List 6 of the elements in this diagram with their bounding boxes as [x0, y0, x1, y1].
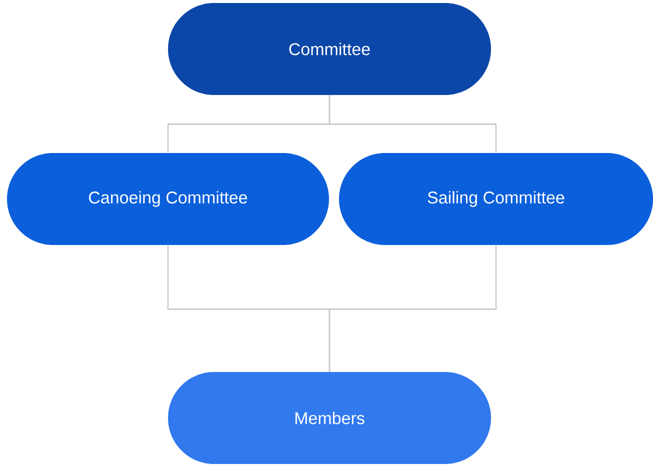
rounded-box: Members: [168, 372, 491, 464]
rounded-box: Canoeing Committee: [7, 153, 329, 245]
connector-line: [328, 245, 497, 372]
connector-line: [328, 95, 497, 153]
rounded-box: Committee: [168, 3, 491, 95]
rounded-box: Sailing Committee: [339, 153, 653, 245]
